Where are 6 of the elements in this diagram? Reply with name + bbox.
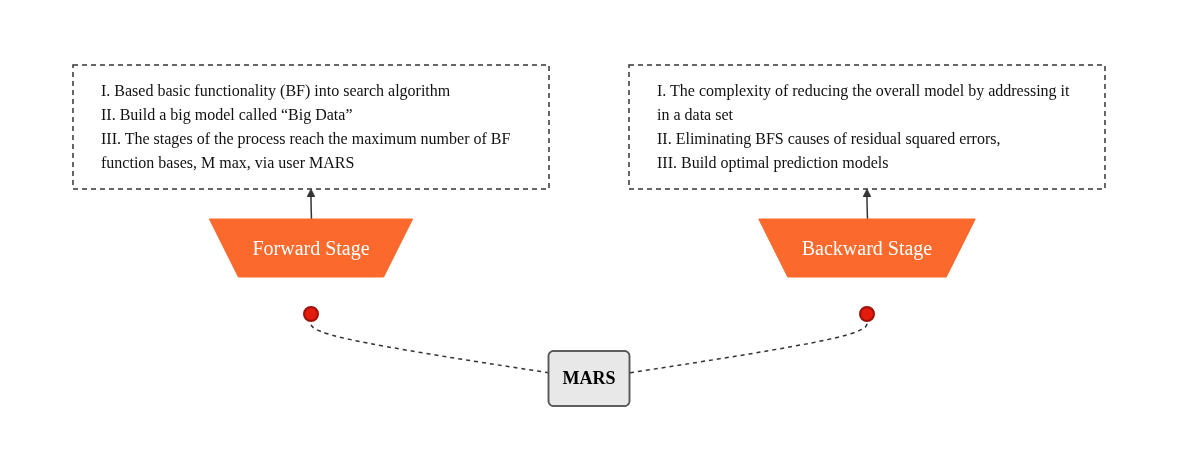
- node-box: I. The complexity of reducing the overall model by addressing it in a data set II. Eliminating BFS causes of residual squared errors, III. Build optimal prediction models: [628, 63, 1106, 190]
- arrow: [306, 188, 316, 220]
- node-box: I. Based basic functionality (BF) into search algorithm II. Build a big model called “Big Data” III. The stages of the process reach the maximum number of BF function bases, M max, via user MARS: [72, 63, 550, 190]
- arrow: [862, 188, 872, 220]
- node-circle: [859, 305, 875, 322]
- node-circle: [303, 305, 319, 322]
